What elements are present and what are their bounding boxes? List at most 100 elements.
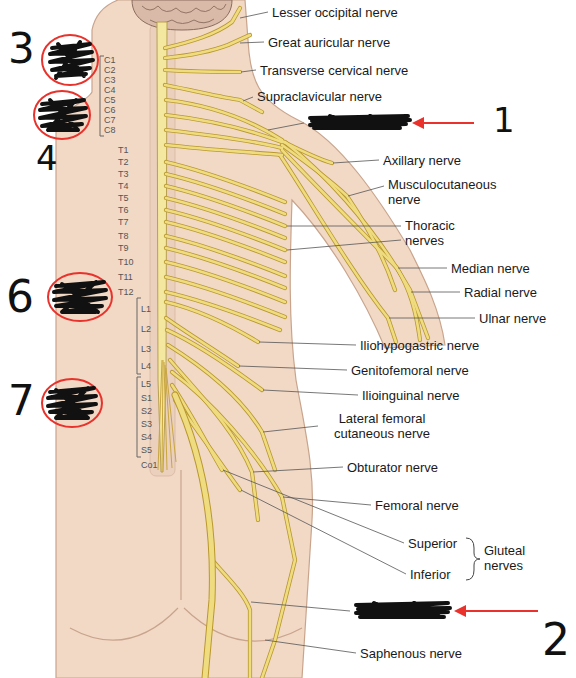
bracket [137, 298, 141, 374]
leader-lines [223, 12, 475, 653]
nerve-label: Great auricular nerve [268, 35, 390, 50]
vertebra-label: Co1 [141, 460, 158, 470]
leader-line [287, 226, 401, 227]
sciatic-nerve [175, 395, 212, 678]
brain [132, 0, 232, 30]
region-brackets [100, 56, 141, 457]
leader-line [283, 497, 371, 505]
red-circles [34, 35, 112, 427]
vertebra-label: L2 [141, 324, 151, 334]
gluteal-cleft [180, 470, 181, 600]
vertebra-label: S2 [141, 406, 152, 416]
leader-line [411, 292, 460, 293]
nerve-label: Inferior [410, 567, 450, 582]
red-circle [42, 379, 102, 427]
leader-line [333, 160, 379, 163]
leader-line [243, 97, 253, 101]
nerve-label: Transverse cervical nerve [260, 63, 408, 78]
leader-line [263, 390, 358, 395]
vertebra-label: T11 [118, 272, 133, 282]
leader-line [268, 123, 304, 130]
nerve-label: Superior [408, 536, 457, 551]
scribbles [40, 42, 450, 617]
buttock-line [70, 608, 178, 640]
vertebra-label: S1 [141, 393, 152, 403]
vertebra-label: T6 [118, 205, 129, 215]
vertebra-label: T10 [118, 257, 134, 267]
nerve-label: Lesser occipital nerve [272, 5, 398, 20]
nerve-label: Median nerve [451, 261, 530, 276]
brace [466, 538, 480, 580]
leader-line [263, 426, 318, 432]
vertebra-label: T12 [118, 287, 134, 297]
vertebra-label: L4 [141, 361, 151, 371]
nerve-label: Gluteal nerves [484, 543, 544, 573]
vertebra-label: C5 [104, 95, 116, 105]
vertebra-label: C6 [104, 105, 116, 115]
scribble [50, 42, 93, 78]
vertebra-label: C3 [104, 75, 116, 85]
brain-folds [142, 4, 226, 24]
vertebra-label: T1 [118, 145, 129, 155]
nerve-label: Genitofemoral nerve [351, 363, 469, 378]
bracket [100, 56, 104, 136]
nerve-label: Iliohypogastric nerve [360, 338, 479, 353]
vertebra-label: C1 [104, 55, 116, 65]
leader-line [240, 42, 264, 43]
callout-number: 2 [542, 618, 570, 662]
sciatic-nerve-outline [175, 395, 212, 678]
vertebra-label: T2 [118, 157, 129, 167]
leader-line [240, 12, 268, 18]
vertebra-label: S3 [141, 419, 152, 429]
vertebra-label: C8 [104, 125, 116, 135]
red-circle [34, 91, 90, 139]
nerve-label: Saphenous nerve [360, 646, 462, 661]
bracket [137, 377, 141, 457]
scribble [48, 388, 96, 418]
nerve-label: Supraclavicular nerve [257, 89, 382, 104]
vertebra-label: T9 [118, 243, 129, 253]
red-arrow-shaft [462, 610, 538, 612]
red-arrow-shaft [420, 122, 474, 124]
nerve-label: Axillary nerve [383, 153, 461, 168]
leader-line [287, 240, 401, 250]
callout-number: 4 [36, 141, 58, 175]
vertebra-label: S4 [141, 432, 152, 442]
nerve-label: Ulnar nerve [479, 311, 546, 326]
cauda-equina [158, 360, 176, 472]
vertebra-label: T5 [118, 193, 129, 203]
vertebra-label: T7 [118, 217, 129, 227]
vertebra-label: C4 [104, 85, 116, 95]
leader-line [259, 342, 356, 345]
leader-line [265, 640, 356, 653]
callout-number: 7 [8, 380, 35, 422]
callout-number: 1 [493, 103, 515, 137]
callout-number: 6 [6, 275, 34, 319]
leader-line [241, 70, 256, 72]
vertebra-label: S5 [141, 445, 152, 455]
vertebra-label: L5 [141, 379, 151, 389]
vertebra-label: C7 [104, 115, 116, 125]
leader-line [348, 186, 384, 196]
leader-line [251, 602, 350, 611]
nerve-label: Obturator nerve [347, 460, 438, 475]
nerve-label: Ilioinguinal nerve [362, 388, 460, 403]
leader-line [398, 268, 447, 269]
vertebra-label: L1 [141, 304, 151, 314]
scribble [310, 116, 410, 128]
vertebra-label: T8 [118, 231, 129, 241]
scribble [40, 100, 86, 130]
nerve-label: Thoracic nerves [405, 218, 475, 248]
vertebra-label: L3 [141, 344, 151, 354]
nerve-label: Radial nerve [464, 285, 537, 300]
callout-number: 3 [8, 28, 35, 70]
red-circle [48, 273, 112, 321]
leader-line [253, 467, 343, 472]
red-circle [42, 35, 98, 85]
red-arrow-head [412, 117, 424, 129]
leader-line [239, 366, 347, 370]
leader-line [389, 318, 475, 319]
scribble [54, 282, 106, 312]
